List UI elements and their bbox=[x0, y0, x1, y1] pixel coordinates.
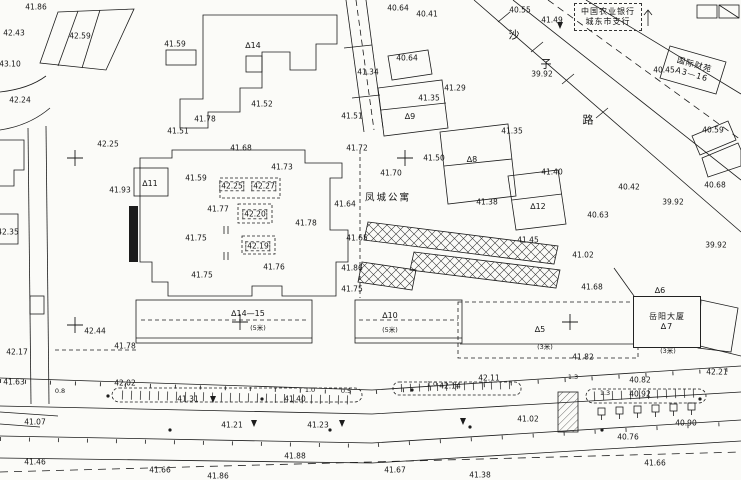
symbols-group bbox=[106, 4, 740, 432]
hatched-strips-group bbox=[357, 221, 561, 291]
bank-parcel-box: 中国农业银行 城东市支行 bbox=[574, 3, 642, 31]
parcels-group bbox=[55, 150, 639, 359]
yueyang-building-number: ∆7 bbox=[660, 322, 674, 331]
yueyang-building-box: 岳阳大厦 ∆7 bbox=[633, 296, 701, 348]
bank-name-line2: 城东市支行 bbox=[585, 17, 631, 26]
median-islands-group bbox=[111, 381, 707, 433]
yueyang-building-name: 岳阳大厦 bbox=[649, 312, 685, 321]
bank-name-line1: 中国农业银行 bbox=[581, 7, 635, 16]
grid-crosses-group bbox=[67, 150, 578, 333]
buildings-group bbox=[0, 8, 741, 357]
